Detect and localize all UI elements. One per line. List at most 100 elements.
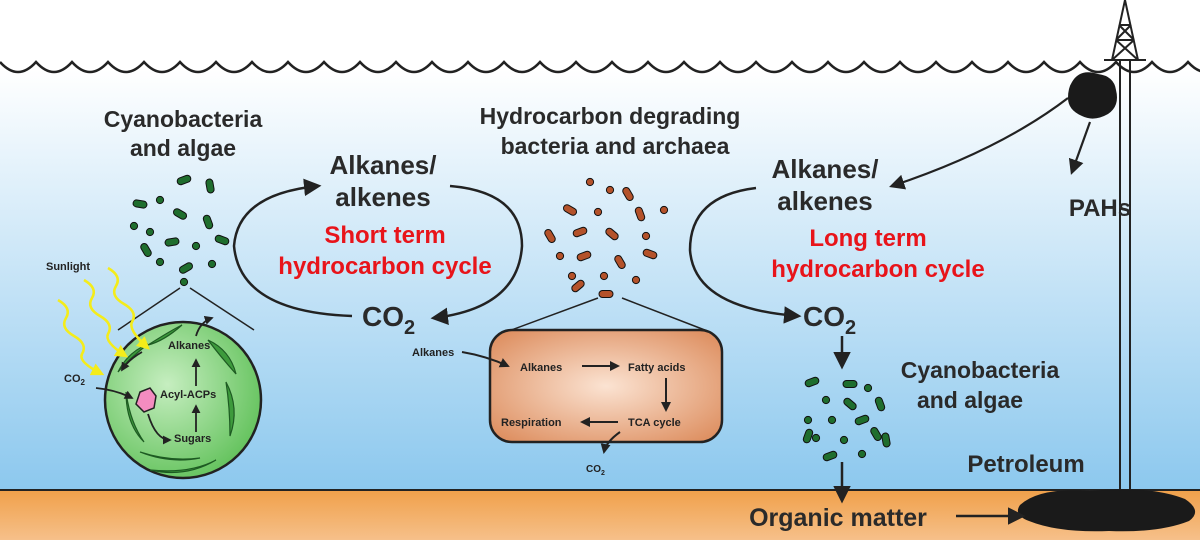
microbe-cell xyxy=(874,396,886,412)
pathway-respiration: Respiration xyxy=(501,417,562,429)
microbe-cell xyxy=(129,221,139,231)
co2-right-label: CO2 xyxy=(803,301,856,339)
microbe-cell xyxy=(821,395,831,405)
microbe-cell xyxy=(172,208,188,220)
degraders-label-line2: bacteria and archaea xyxy=(501,133,730,159)
microbe-cell xyxy=(614,254,626,270)
cell-arrows xyxy=(95,316,214,445)
cyano-top-label-line2: and algae xyxy=(130,135,236,161)
cyano-top-label-line1: Cyanobacteria xyxy=(104,106,263,132)
microbe-cell xyxy=(599,271,609,281)
microbe-cell xyxy=(191,241,201,251)
microbe-cell xyxy=(155,257,165,267)
organic-matter-label: Organic matter xyxy=(749,504,927,532)
cell-sunlight-label: Sunlight xyxy=(46,261,90,273)
cell-acyl-acps-label: Acyl-ACPs xyxy=(160,389,216,401)
water-surface xyxy=(0,60,1200,74)
microbe-cell xyxy=(598,290,614,298)
alkanes-right-line1: Alkanes/ xyxy=(772,154,879,184)
microbe-cell xyxy=(164,237,180,247)
pathway-tca-cycle: TCA cycle xyxy=(628,417,681,429)
microbe-cell xyxy=(179,277,189,287)
degrader-cluster xyxy=(544,177,669,298)
microbe-cell xyxy=(207,259,217,269)
microbe-cell xyxy=(642,248,658,260)
cell-zoom-line-left xyxy=(117,287,181,331)
alkanes-left-line2: alkenes xyxy=(335,182,430,212)
pathway-alkanes-input: Alkanes xyxy=(412,347,454,359)
co2-left-label: CO2 xyxy=(362,301,415,339)
microbe-cell xyxy=(176,174,192,186)
long-term-line2: hydrocarbon cycle xyxy=(771,256,984,283)
microbe-cell xyxy=(205,178,215,194)
cell-co2-label: CO2 xyxy=(64,373,86,387)
alkanes-right-line2: alkenes xyxy=(777,186,872,216)
degraders-label-line1: Hydrocarbon degrading xyxy=(480,103,741,129)
microbe-cell xyxy=(842,380,858,388)
microbe-cell xyxy=(571,279,585,293)
cyano-bottom-label-line2: and algae xyxy=(917,387,1023,413)
microbe-cell xyxy=(631,275,641,285)
microbe-cell xyxy=(544,228,556,244)
microbe-cell xyxy=(214,234,230,246)
petroleum-label: Petroleum xyxy=(967,451,1084,478)
oil-rig xyxy=(1104,0,1146,510)
microbe-cell xyxy=(857,449,867,459)
short-cycle-alkanes-to-co2-arrow xyxy=(430,184,524,326)
microbe-cell xyxy=(881,432,891,448)
microbe-cell xyxy=(202,214,214,230)
microbe-cell xyxy=(145,227,155,237)
pathway-arrows xyxy=(461,351,671,454)
microbe-cell xyxy=(576,250,592,262)
alkanes-left-line1: Alkanes/ xyxy=(330,150,437,180)
pathway-fatty-acids: Fatty acids xyxy=(628,362,685,374)
rubisco-icon xyxy=(135,387,157,413)
rig-to-pahs-arrow xyxy=(1068,121,1092,175)
microbe-cell xyxy=(641,231,651,241)
microbe-cell xyxy=(839,435,849,445)
cell-zoom-line-right xyxy=(189,287,255,331)
microbe-cell xyxy=(140,242,152,258)
short-cycle-co2-to-alkanes-arrow xyxy=(232,178,353,318)
microbe-cell xyxy=(803,415,813,425)
pahs-label: PAHs xyxy=(1069,195,1131,222)
microbe-cell xyxy=(863,383,873,393)
pathway-alkanes: Alkanes xyxy=(520,362,562,374)
long-cycle-alkanes-to-co2-arrow xyxy=(688,186,802,324)
microbe-cell xyxy=(827,415,837,425)
cell-alkanes-label: Alkanes xyxy=(168,340,210,352)
microbe-cell xyxy=(572,226,588,238)
box-zoom-line-left xyxy=(505,297,599,333)
cyanobacterial-cell xyxy=(103,320,263,480)
cyanobacteria-cluster-top xyxy=(129,174,230,287)
microbe-cell xyxy=(605,227,619,241)
short-term-line1: Short term xyxy=(324,222,445,249)
microbe-cell xyxy=(132,199,148,209)
microbe-cell xyxy=(854,414,870,426)
microbe-cell xyxy=(605,185,615,195)
microbe-cell xyxy=(562,204,578,216)
microbe-cell xyxy=(585,177,595,187)
microbe-cell xyxy=(804,376,820,388)
rig-to-alkanes-arrow xyxy=(889,97,1069,190)
microbe-cell xyxy=(155,195,165,205)
oil-slick xyxy=(1068,72,1117,119)
cyanobacteria-cluster-bottom xyxy=(802,376,891,462)
long-term-line1: Long term xyxy=(809,225,926,252)
microbe-cell xyxy=(622,186,634,202)
microbe-cell xyxy=(178,262,194,274)
microbe-cell xyxy=(659,205,669,215)
microbe-cell xyxy=(870,426,882,442)
cyano-bottom-label-line1: Cyanobacteria xyxy=(901,357,1060,383)
degradation-pathway-box xyxy=(488,328,724,444)
box-zoom-line-right xyxy=(621,297,711,333)
sunlight-rays xyxy=(57,266,150,376)
microbe-cell xyxy=(593,207,603,217)
microbe-cell xyxy=(555,251,565,261)
microbe-cell xyxy=(567,271,577,281)
microbe-cell xyxy=(811,433,821,443)
cell-sugars-label: Sugars xyxy=(174,433,211,445)
petroleum-reservoir xyxy=(1017,489,1196,532)
